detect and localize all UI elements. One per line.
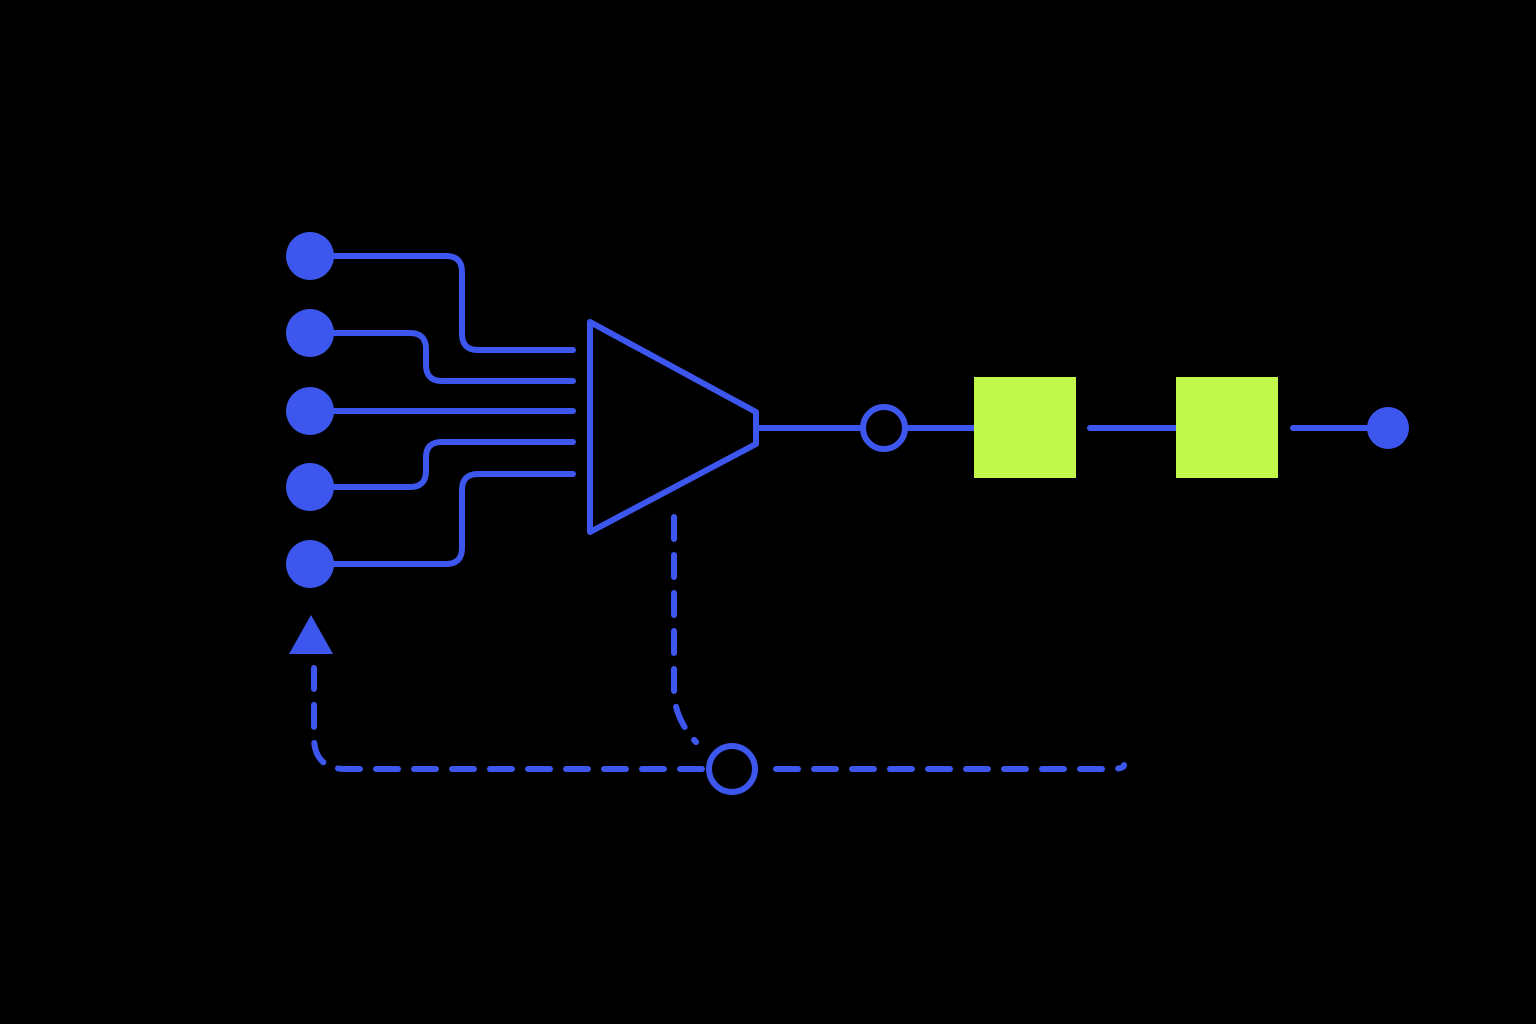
- input-wire-4: [307, 439, 576, 490]
- input-wire-5: [307, 471, 576, 567]
- feedback-junction-circle: [706, 743, 758, 795]
- block-2: [1176, 377, 1278, 478]
- output-terminal: [1367, 407, 1409, 449]
- block-1: [974, 377, 1076, 478]
- input-wire-2: [307, 330, 576, 384]
- input-terminal-3: [286, 387, 334, 435]
- feedback-return-wire: [311, 665, 705, 772]
- feedback-tail-wire: [773, 762, 1127, 772]
- input-terminal-4: [286, 463, 334, 511]
- feedback-vertical-wire: [671, 514, 699, 745]
- input-terminal-2: [286, 309, 334, 357]
- amplifier-triangle: [587, 319, 759, 535]
- feedback-arrow-icon: [289, 615, 333, 654]
- input-wire-1: [307, 253, 576, 353]
- output-junction-circle: [860, 404, 908, 452]
- input-terminal-1: [286, 232, 334, 280]
- input-terminal-5: [286, 540, 334, 588]
